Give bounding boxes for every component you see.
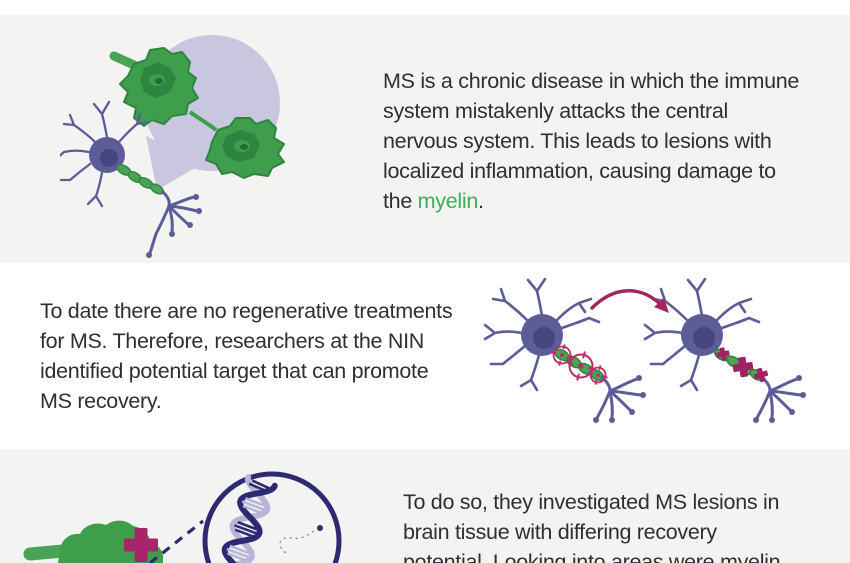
dendrites — [60, 100, 149, 208]
nucleus — [100, 149, 118, 167]
trail-dot-icon — [279, 525, 323, 554]
ms-intro-text: MS is a chronic disease in which the imm… — [383, 69, 800, 213]
paragraph-treatments: To date there are no regenerative treatm… — [40, 296, 500, 416]
paragraph-investigation: To do so, they investigated MS lesions i… — [403, 487, 843, 563]
plus-icon — [732, 356, 754, 378]
zoom-callout-line — [149, 519, 204, 563]
plus-icon — [753, 367, 769, 383]
damaged-neuron — [483, 278, 648, 425]
axon-terminals — [148, 190, 199, 255]
dna-helix-icon — [214, 474, 278, 563]
healing-cross-icon — [124, 528, 158, 562]
target-icon — [566, 351, 596, 381]
damaged-myelin-icon — [109, 47, 285, 179]
dna-magnifier-icon — [202, 471, 342, 563]
neuron-recovery-illustration — [483, 278, 808, 425]
recovery-arrow-icon — [590, 289, 669, 313]
plus-icon — [716, 347, 730, 361]
terminal-tips — [146, 194, 202, 258]
paragraph-ms-intro: MS is a chronic disease in which the imm… — [383, 66, 833, 216]
target-icon — [588, 365, 608, 385]
neuron-icon — [60, 100, 202, 258]
section-band-ms-intro — [0, 15, 850, 263]
treatments-text: To date there are no regenerative treatm… — [40, 299, 453, 413]
target-icon — [551, 344, 573, 366]
neuron-damage-illustration — [60, 35, 285, 258]
repair-plus-markers — [716, 347, 769, 383]
myelin-sheath — [116, 164, 165, 195]
investigation-text: To do so, they investigated MS lesions i… — [403, 490, 781, 563]
section-band-treatments — [0, 263, 850, 449]
ms-intro-text-end: . — [478, 189, 484, 213]
dna-investigation-illustration — [23, 471, 342, 563]
myelin-highlight-text: myelin — [417, 189, 479, 213]
target-markers — [551, 344, 608, 385]
